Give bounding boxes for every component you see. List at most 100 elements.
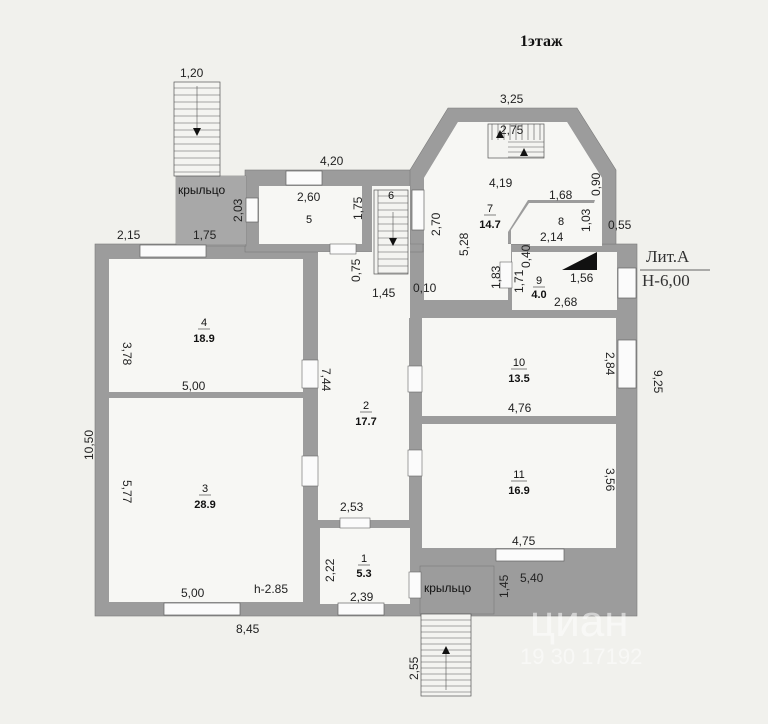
left-porch: [176, 176, 246, 244]
dim-r2-height: 7,44: [319, 368, 333, 392]
stair-arrow-icon: [442, 646, 450, 654]
height-label: Н-6,00: [642, 271, 690, 290]
room-4: [109, 259, 303, 392]
room-8: [530, 206, 602, 246]
lit-label: Лит.А: [646, 247, 690, 266]
dim-bottom-total: 8,45: [236, 622, 260, 636]
room-9-marker: [562, 252, 597, 270]
dim-wall-gap: 0,10: [413, 281, 437, 295]
window-top-left: [139, 244, 207, 258]
room-number-7: 7: [487, 203, 493, 215]
dim-r9-small: 0,40: [519, 244, 533, 268]
room-area-11: 16.9: [508, 485, 529, 497]
room-area-10: 13.5: [508, 373, 529, 385]
dim-r6-right: 2,70: [429, 212, 443, 236]
room-7-main: [424, 122, 602, 300]
stair-arrow-icon: [520, 148, 528, 156]
dim-right-bottom: 5,40: [520, 571, 544, 585]
door-2-11: [407, 449, 423, 477]
stair-arrow-icon: [193, 128, 201, 136]
dim-r3-width: 5,00: [181, 586, 205, 600]
dim-r3-height: 5,77: [120, 480, 134, 504]
stair-arrow-icon: [496, 130, 504, 138]
room-1: [320, 528, 410, 604]
door-1-porch: [408, 571, 422, 599]
dim-r9-left-2: 1,71: [512, 269, 526, 293]
hall-top: [362, 278, 410, 318]
room-9: [512, 252, 617, 310]
window-right-side: [617, 339, 637, 389]
dim-r8-right: 0,90: [589, 172, 603, 196]
dim-left-top-2: 1,75: [193, 228, 217, 242]
stair-arrow-icon: [389, 238, 397, 246]
floor-title: 1этаж: [520, 33, 563, 50]
bottom-porch: [419, 565, 495, 615]
door-5-2: [329, 243, 357, 255]
porch-label-left: крыльцо: [178, 183, 226, 197]
dim-r4-height: 3,78: [120, 342, 134, 366]
dim-left-total: 10,50: [82, 430, 96, 460]
room-number-10: 10: [513, 357, 525, 369]
dim-r4-width: 5,00: [182, 379, 206, 393]
dim-r1-width: 2,39: [350, 590, 374, 604]
dim-r7-height: 5,28: [457, 232, 471, 256]
dim-porch-left-depth: 2,03: [231, 198, 245, 222]
dim-r11-width: 4,75: [512, 534, 536, 548]
dim-r6-width: 1,45: [372, 286, 396, 300]
room-area-7: 14.7: [479, 219, 500, 231]
porch-label-bottom: крыльцо: [424, 581, 472, 595]
window-bottom-left: [163, 602, 241, 616]
room-number-3: 3: [202, 483, 208, 495]
window-porch-left: [245, 197, 259, 223]
room-3: [109, 398, 303, 602]
room-number-9: 9: [536, 275, 542, 287]
dim-r8-width: 2,14: [540, 230, 564, 244]
dim-r1-top: 2,53: [340, 500, 364, 514]
room-number-11: 11: [513, 469, 524, 481]
window-r5-top: [285, 170, 323, 186]
room-number-5: 5: [306, 214, 312, 226]
door-2-10: [407, 365, 423, 393]
dim-porch-bottom-depth: 1,45: [497, 574, 511, 598]
room-number-6: 6: [388, 190, 394, 202]
dim-r9-bottom: 2,68: [554, 295, 578, 309]
dim-right-total: 9,25: [651, 370, 665, 394]
dim-bottom-stair: 2,55: [407, 656, 421, 680]
stairs: [174, 86, 545, 693]
window-bottom-mid: [337, 602, 385, 616]
dim-r8-side: 1,03: [579, 208, 593, 232]
dim-stair-top: 2,75: [500, 123, 524, 137]
dim-tower-top: 3,25: [500, 92, 524, 106]
room-10: [422, 318, 616, 416]
room-area-4: 18.9: [193, 333, 214, 345]
window-r9-side: [617, 267, 637, 299]
dim-r6-bottom: 0,75: [349, 258, 363, 282]
dim-r9-left-1: 1,83: [489, 265, 503, 289]
room-area-2: 17.7: [355, 416, 376, 428]
room-number-4: 4: [201, 317, 207, 329]
room-number-1: 1: [361, 553, 367, 565]
room-area-3: 28.9: [194, 499, 215, 511]
door-4-2: [301, 359, 319, 389]
watermark-sub: 19 30 17192: [520, 644, 642, 669]
window-right-bottom: [495, 548, 565, 562]
door-7-9: [499, 261, 513, 289]
dim-offset-right: 0,55: [608, 218, 632, 232]
dim-r11-height: 3,56: [603, 468, 617, 492]
dim-r10-height: 2,84: [603, 352, 617, 376]
dim-r9-width: 1,56: [570, 271, 594, 285]
dim-top-mid: 4,20: [320, 154, 344, 168]
dim-r5-width: 2,60: [297, 190, 321, 204]
dim-r10-width: 4,76: [508, 401, 532, 415]
room-number-8: 8: [558, 216, 564, 228]
room-number-2: 2: [363, 400, 369, 412]
room-11: [422, 424, 616, 548]
room-6-stair: [373, 189, 409, 275]
door-3-2: [301, 455, 319, 487]
dim-r7-inner: 4,19: [489, 176, 513, 190]
room-area-9: 4.0: [531, 289, 546, 301]
dim-left-top-1: 2,15: [117, 228, 141, 242]
dim-porch-left-width: 1,20: [180, 66, 204, 80]
window-tower-left: [411, 189, 425, 231]
room-5: [259, 186, 362, 244]
